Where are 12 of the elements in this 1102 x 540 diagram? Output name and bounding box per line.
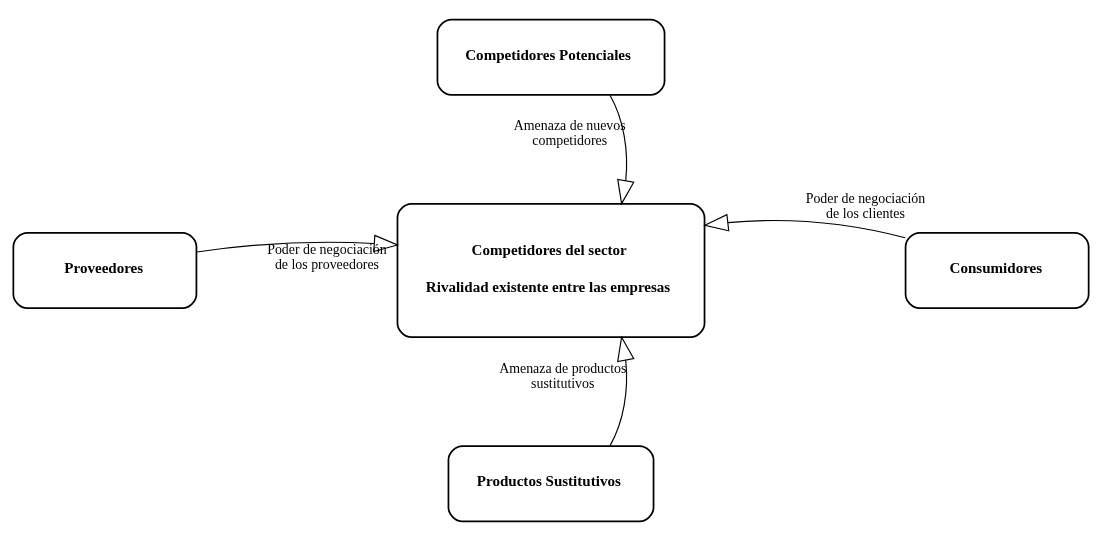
- node-box: Productos Sustitutivos: [447, 444, 655, 522]
- arrow: [703, 213, 906, 238]
- arrow: [609, 94, 635, 205]
- node-box: Consumidores: [904, 231, 1090, 309]
- node-box: Proveedores: [12, 231, 198, 309]
- arrow: [196, 234, 400, 253]
- edge-label: Poder de negociación de los proveedores: [267, 241, 387, 272]
- node-box: Competidores del sector Rivalidad existente entre las empresas: [396, 202, 706, 338]
- edge-label: Amenaza de productos sustitutivos: [499, 360, 627, 391]
- arrow: [609, 335, 635, 446]
- node-box: Competidores Potenciales: [436, 18, 666, 96]
- edge-label: Poder de negociación de los clientes: [805, 190, 926, 221]
